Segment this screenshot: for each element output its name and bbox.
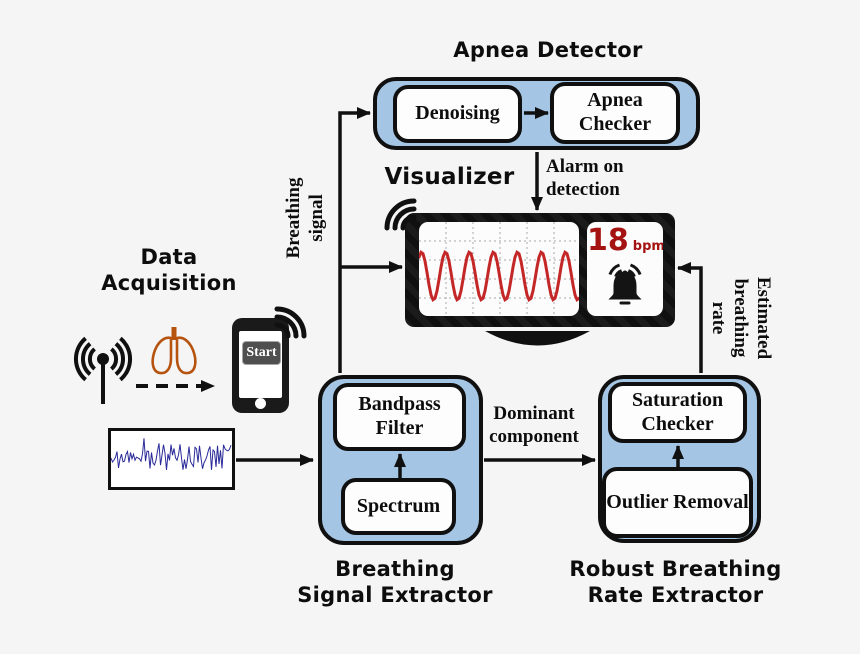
- outlier-removal-box: Outlier Removal: [602, 467, 753, 538]
- monitor-display: 18 bpm: [405, 213, 675, 327]
- denoising-box: Denoising: [393, 85, 522, 143]
- spectrum-label: Spectrum: [356, 494, 441, 517]
- bpm-readout: 18 bpm: [587, 226, 663, 256]
- robust-rate-extractor-title: Robust Breathing Rate Extractor: [569, 557, 782, 607]
- apnea-detector-title: Apnea Detector: [453, 38, 643, 62]
- monitor-stand: [485, 331, 590, 346]
- saturation-checker-box: Saturation Checker: [608, 382, 747, 443]
- breathing-signal-label: Breathing signal: [283, 177, 327, 259]
- bandpass-filter-label: Bandpass Filter: [358, 393, 441, 439]
- phone-home-button: [255, 398, 266, 409]
- sine-wave-icon: [419, 222, 579, 316]
- apnea-checker-box: Apnea Checker: [550, 82, 680, 144]
- alarm-on-detection-label: Alarm on detection: [546, 156, 624, 200]
- spectrum-box: Spectrum: [341, 478, 456, 535]
- breathing-signal-extractor-title: Breathing Signal Extractor: [297, 557, 493, 607]
- visualizer-title: Visualizer: [384, 164, 515, 190]
- alarm-bell-icon: [608, 263, 642, 305]
- edge-breathing-signal-to-apnea: [338, 107, 371, 373]
- bpm-screen: 18 bpm: [587, 222, 663, 316]
- outlier-removal-label: Outlier Removal: [606, 490, 749, 513]
- waveform-screen: [419, 222, 579, 316]
- start-button: Start: [242, 341, 281, 365]
- start-label: Start: [246, 345, 277, 360]
- antenna-icon: [74, 336, 132, 404]
- lungs-icon: [151, 327, 197, 375]
- estimated-breathing-rate-label: Estimated breathing rate: [707, 276, 775, 360]
- denoising-label: Denoising: [415, 102, 500, 125]
- noisy-signal-plot: [108, 428, 235, 490]
- apnea-checker-label: Apnea Checker: [578, 89, 652, 135]
- dominant-component-label: Dominant component: [489, 403, 579, 447]
- bpm-unit: bpm: [632, 239, 663, 254]
- bandpass-filter-box: Bandpass Filter: [333, 383, 466, 451]
- edge-estimated-rate-to-monitor: [677, 262, 703, 373]
- data-acquisition-title: Data Acquisition: [101, 245, 237, 295]
- noisy-signal-icon: [111, 438, 232, 470]
- bpm-value: 18: [587, 223, 629, 258]
- saturation-checker-label: Saturation Checker: [631, 388, 724, 435]
